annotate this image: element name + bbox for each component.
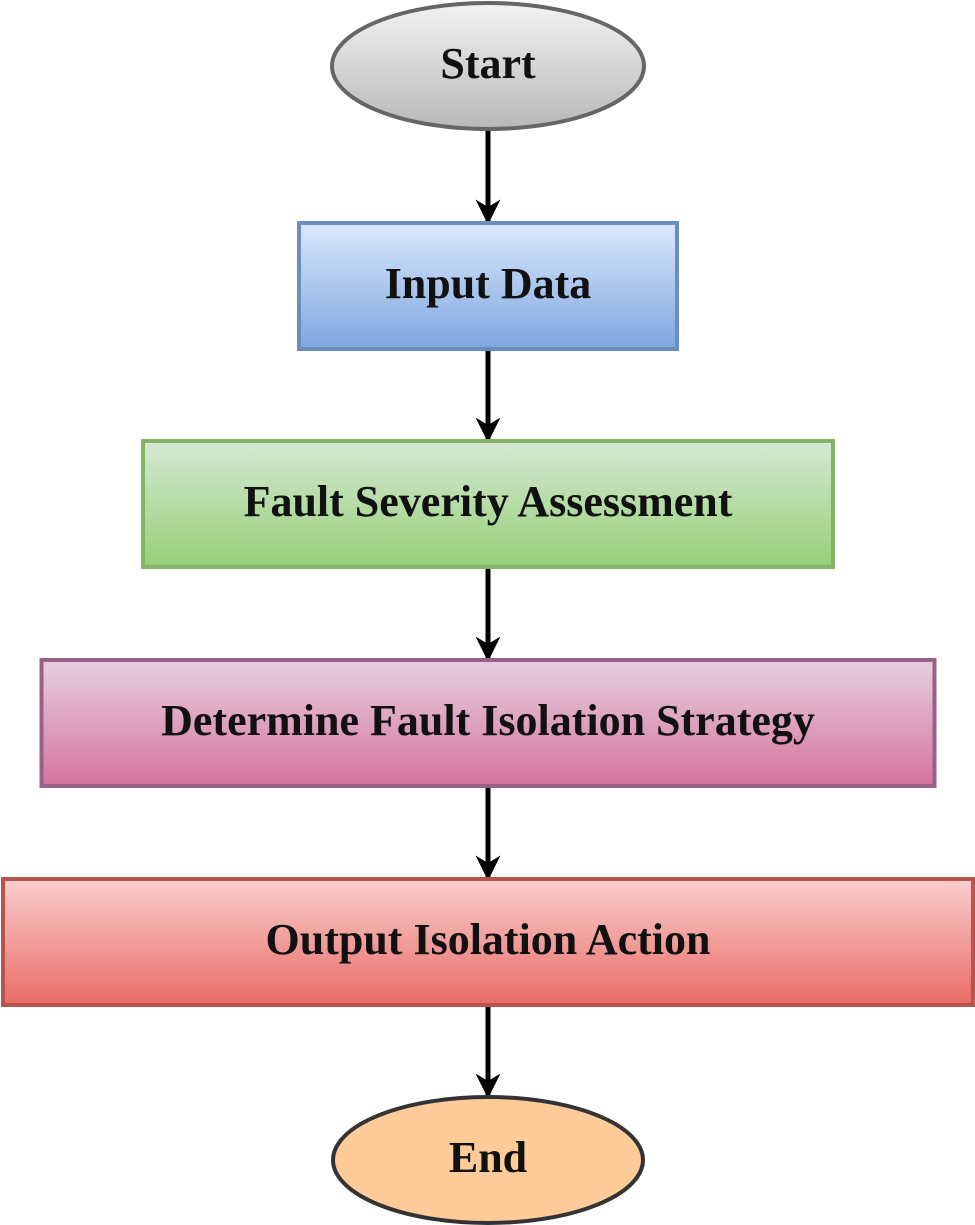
node-fault-severity-assessment: Fault Severity Assessment [141,439,835,569]
fault-severity-assessment-label: Fault Severity Assessment [244,477,733,526]
node-start: Start [330,1,646,131]
node-output-isolation-action: Output Isolation Action [1,877,975,1007]
end-ellipse [331,1095,645,1225]
input-data-label: Input Data [385,259,592,308]
output-isolation-action-label: Output Isolation Action [266,915,711,964]
end-label: End [449,1133,527,1182]
node-end: End [331,1095,645,1225]
fault-severity-assessment-box [141,439,835,569]
input-data-box [297,221,679,351]
determine-fault-isolation-strategy-box [39,658,937,788]
output-isolation-action-box [1,877,975,1007]
start-label: Start [440,39,536,88]
determine-fault-isolation-strategy-label: Determine Fault Isolation Strategy [161,696,815,745]
node-input-data: Input Data [297,221,679,351]
node-determine-fault-isolation-strategy: Determine Fault Isolation Strategy [39,658,937,788]
start-ellipse [330,1,646,131]
